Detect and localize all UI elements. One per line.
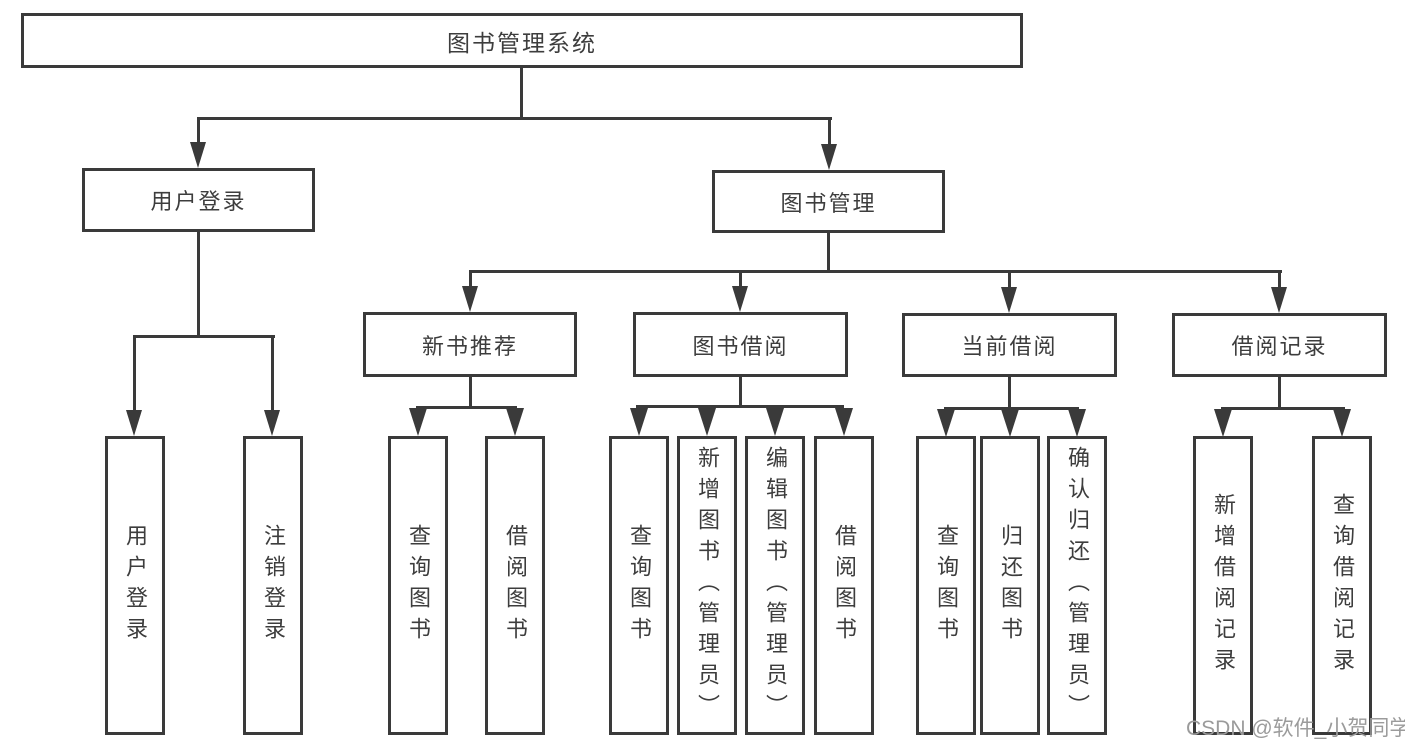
leaf-label: 查询图书 <box>406 523 431 648</box>
connector-line <box>636 405 844 408</box>
arrowhead-down-icon <box>126 410 142 436</box>
leaf-label: 编辑图书（管理员） <box>763 446 788 725</box>
leaf-return-book: 归还图书 <box>980 436 1040 735</box>
connector-line <box>944 407 1079 410</box>
leaf-query-book-newbook: 查询图书 <box>388 436 448 735</box>
node-book-management: 图书管理 <box>712 170 945 233</box>
connector-line <box>469 377 472 408</box>
leaf-label: 新增图书（管理员） <box>695 446 720 725</box>
arrowhead-down-icon <box>462 286 478 312</box>
connector-line <box>133 338 136 410</box>
leaf-label: 查询图书 <box>934 523 959 648</box>
arrowhead-down-icon <box>1068 409 1086 437</box>
arrowhead-down-icon <box>1271 287 1287 313</box>
connector-line <box>520 68 523 119</box>
arrowhead-down-icon <box>937 409 955 437</box>
node-book-borrow: 图书借阅 <box>633 312 848 377</box>
arrowhead-down-icon <box>264 410 280 436</box>
leaf-label: 归还图书 <box>998 523 1023 648</box>
leaf-label: 用户登录 <box>123 523 148 648</box>
arrowhead-down-icon <box>190 142 206 168</box>
arrowhead-down-icon <box>506 408 524 436</box>
connector-line <box>1008 377 1011 410</box>
arrowhead-down-icon <box>1001 409 1019 437</box>
leaf-label: 确认归还（管理员） <box>1065 446 1090 725</box>
connector-line <box>827 233 830 273</box>
leaf-borrow-book-newbook: 借阅图书 <box>485 436 545 735</box>
leaf-label: 查询图书 <box>627 523 652 648</box>
connector-line <box>416 406 517 409</box>
leaf-borrow-book: 借阅图书 <box>814 436 874 735</box>
connector-line <box>133 335 275 338</box>
leaf-confirm-return-admin: 确认归还（管理员） <box>1047 436 1107 735</box>
node-user-login: 用户登录 <box>82 168 315 232</box>
connector-line <box>271 338 274 410</box>
leaf-user-login: 用户登录 <box>105 436 165 735</box>
leaf-query-book-current: 查询图书 <box>916 436 976 735</box>
leaf-label: 注销登录 <box>261 523 286 648</box>
arrowhead-down-icon <box>835 408 853 436</box>
csdn-watermark: CSDN @软件_小贺同学 <box>1186 717 1405 740</box>
node-root-book-management-system: 图书管理系统 <box>21 13 1023 68</box>
arrowhead-down-icon <box>630 408 648 436</box>
leaf-label: 借阅图书 <box>832 523 857 648</box>
node-new-book-recommend: 新书推荐 <box>363 312 577 377</box>
leaf-label: 查询借阅记录 <box>1330 492 1355 679</box>
leaf-query-book-borrow: 查询图书 <box>609 436 669 735</box>
connector-line <box>197 117 832 120</box>
arrowhead-down-icon <box>1333 409 1351 437</box>
arrowhead-down-icon <box>698 408 716 436</box>
connector-line <box>1278 273 1281 287</box>
leaf-query-borrow-record: 查询借阅记录 <box>1312 436 1372 735</box>
connector-line <box>828 120 831 145</box>
arrowhead-down-icon <box>409 408 427 436</box>
connector-line <box>1221 407 1345 410</box>
node-borrow-record: 借阅记录 <box>1172 313 1387 377</box>
leaf-add-book-admin: 新增图书（管理员） <box>677 436 737 735</box>
leaf-label: 新增借阅记录 <box>1211 492 1236 679</box>
arrowhead-down-icon <box>732 286 748 312</box>
connector-line <box>1008 273 1011 287</box>
arrowhead-down-icon <box>1001 287 1017 313</box>
arrowhead-down-icon <box>1214 409 1232 437</box>
leaf-add-borrow-record: 新增借阅记录 <box>1193 436 1253 735</box>
leaf-label: 借阅图书 <box>503 523 528 648</box>
arrowhead-down-icon <box>821 144 837 170</box>
arrowhead-down-icon <box>766 408 784 436</box>
connector-line <box>197 120 200 143</box>
leaf-edit-book-admin: 编辑图书（管理员） <box>745 436 805 735</box>
connector-line <box>739 273 742 287</box>
connector-line <box>197 232 200 338</box>
connector-line <box>469 273 472 287</box>
leaf-logout: 注销登录 <box>243 436 303 735</box>
node-current-borrow: 当前借阅 <box>902 313 1117 377</box>
connector-line <box>739 377 742 408</box>
connector-line <box>469 270 1282 273</box>
connector-line <box>1278 377 1281 410</box>
